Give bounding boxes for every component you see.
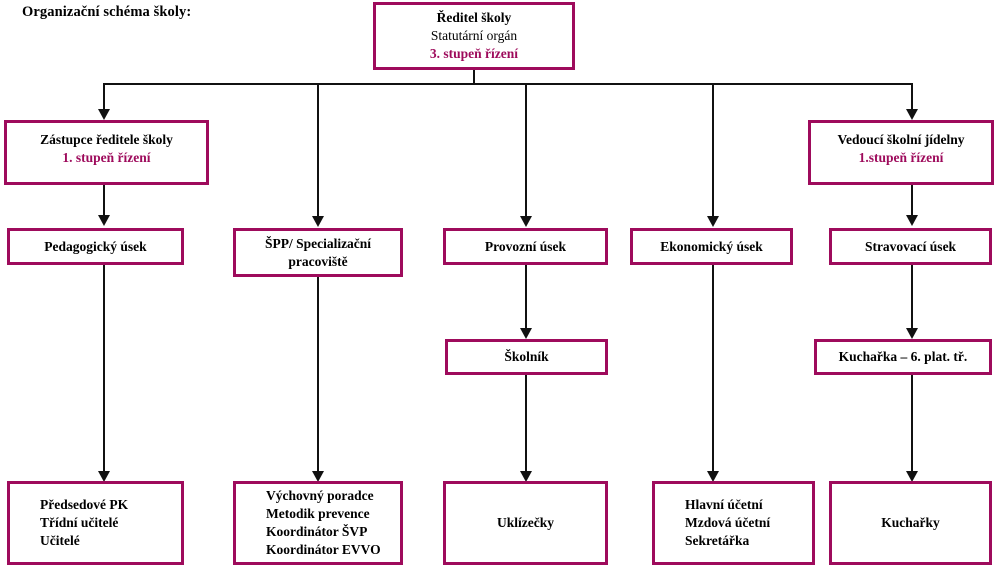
node-accounting[interactable]: Hlavní účetní Mzdová účetní Sekretářka bbox=[652, 481, 815, 565]
node-cook-grade-line1: Kuchařka – 6. plat. tř. bbox=[838, 349, 968, 365]
connector-deputy-to-pedagogical bbox=[103, 185, 105, 217]
arrowhead-bus-to-deputy bbox=[98, 109, 110, 120]
node-director-line1: Ředitel školy bbox=[436, 10, 512, 26]
node-canteen-head-line2: 1.stupeň řízení bbox=[858, 149, 944, 165]
node-pedagogical-section-line1: Pedagogický úsek bbox=[44, 238, 147, 254]
node-pedagogical-section[interactable]: Pedagogický úsek bbox=[7, 228, 184, 265]
connector-cook-grade-to-cooks bbox=[911, 375, 913, 473]
node-director-line3: 3. stupeň řízení bbox=[429, 45, 519, 61]
connector-director-to-bus bbox=[473, 70, 475, 84]
node-accounting-line2: Mzdová účetní bbox=[685, 515, 771, 531]
node-economic-section[interactable]: Ekonomický úsek bbox=[630, 228, 793, 265]
node-teachers-line1: Předsedové PK bbox=[40, 497, 129, 513]
node-catering-section-line1: Stravovací úsek bbox=[864, 238, 957, 254]
node-accounting-line3: Sekretářka bbox=[685, 532, 750, 548]
node-canteen-head-line1: Vedoucí školní jídelny bbox=[837, 132, 965, 147]
node-economic-section-line1: Ekonomický úsek bbox=[660, 238, 763, 254]
connector-canteen-head-to-catering bbox=[911, 185, 913, 217]
node-cleaners-line1: Uklízečky bbox=[497, 515, 554, 531]
node-deputy-director-line1: Zástupce ředitele školy bbox=[40, 132, 173, 147]
node-spp-section-line2: pracoviště bbox=[288, 253, 348, 269]
node-teachers-line3: Učitelé bbox=[40, 532, 80, 548]
node-janitor[interactable]: Školník bbox=[445, 339, 608, 375]
arrowhead-deputy-to-pedagogical bbox=[98, 215, 110, 226]
connector-janitor-to-cleaners bbox=[525, 375, 527, 473]
node-spp-section[interactable]: ŠPP/ Specializační pracoviště bbox=[233, 228, 403, 277]
connector-bus-to-operations bbox=[525, 83, 527, 218]
node-cooks[interactable]: Kuchařky bbox=[829, 481, 992, 565]
node-teachers[interactable]: Předsedové PK Třídní učitelé Učitelé bbox=[7, 481, 184, 565]
node-deputy-director[interactable]: Zástupce ředitele školy 1. stupeň řízení bbox=[4, 120, 209, 185]
arrowhead-bus-to-canteen-head bbox=[906, 109, 918, 120]
node-counselors-line2: Metodik prevence bbox=[266, 506, 370, 522]
connector-pedagogical-to-teachers bbox=[103, 265, 105, 473]
node-cook-grade[interactable]: Kuchařka – 6. plat. tř. bbox=[814, 339, 992, 375]
arrowhead-bus-to-spp bbox=[312, 216, 324, 227]
node-director-line2: Statutární orgán bbox=[430, 28, 518, 44]
connector-bus-to-canteen-head bbox=[911, 83, 913, 111]
node-catering-section[interactable]: Stravovací úsek bbox=[829, 228, 992, 265]
node-director[interactable]: Ředitel školy Statutární orgán 3. stupeň… bbox=[373, 2, 575, 70]
arrowhead-operations-to-janitor bbox=[520, 328, 532, 339]
node-counselors-line4: Koordinátor EVVO bbox=[266, 541, 381, 557]
node-deputy-director-line2: 1. stupeň řízení bbox=[62, 149, 151, 165]
node-cooks-line1: Kuchařky bbox=[881, 515, 940, 531]
connector-bus-horizontal bbox=[103, 83, 912, 85]
connector-bus-to-deputy bbox=[103, 83, 105, 111]
connector-bus-to-spp bbox=[317, 83, 319, 218]
node-operations-section[interactable]: Provozní úsek bbox=[443, 228, 608, 265]
node-accounting-line1: Hlavní účetní bbox=[685, 497, 763, 513]
node-cleaners[interactable]: Uklízečky bbox=[443, 481, 608, 565]
connector-catering-to-cook-grade bbox=[911, 265, 913, 330]
node-operations-section-line1: Provozní úsek bbox=[484, 238, 567, 254]
arrowhead-cook-grade-to-cooks bbox=[906, 471, 918, 482]
node-canteen-head[interactable]: Vedoucí školní jídelny 1.stupeň řízení bbox=[808, 120, 994, 185]
arrowhead-bus-to-economic bbox=[707, 216, 719, 227]
arrowhead-economic-to-accounting bbox=[707, 471, 719, 482]
node-teachers-line2: Třídní učitelé bbox=[40, 515, 119, 531]
node-spp-section-line1: ŠPP/ Specializační bbox=[264, 235, 372, 251]
connector-operations-to-janitor bbox=[525, 265, 527, 330]
arrowhead-catering-to-cook-grade bbox=[906, 328, 918, 339]
arrowhead-canteen-head-to-catering bbox=[906, 215, 918, 226]
node-janitor-line1: Školník bbox=[504, 349, 549, 365]
node-counselors-line1: Výchovný poradce bbox=[266, 488, 374, 504]
arrowhead-janitor-to-cleaners bbox=[520, 471, 532, 482]
connector-spp-to-counselors bbox=[317, 277, 319, 473]
connector-economic-to-accounting bbox=[712, 265, 714, 473]
page-title: Organizační schéma školy: bbox=[22, 4, 192, 20]
connector-bus-to-economic bbox=[712, 83, 714, 218]
node-counselors[interactable]: Výchovný poradce Metodik prevence Koordi… bbox=[233, 481, 403, 565]
arrowhead-bus-to-operations bbox=[520, 216, 532, 227]
arrowhead-spp-to-counselors bbox=[312, 471, 324, 482]
node-counselors-line3: Koordinátor ŠVP bbox=[266, 524, 368, 539]
arrowhead-pedagogical-to-teachers bbox=[98, 471, 110, 482]
